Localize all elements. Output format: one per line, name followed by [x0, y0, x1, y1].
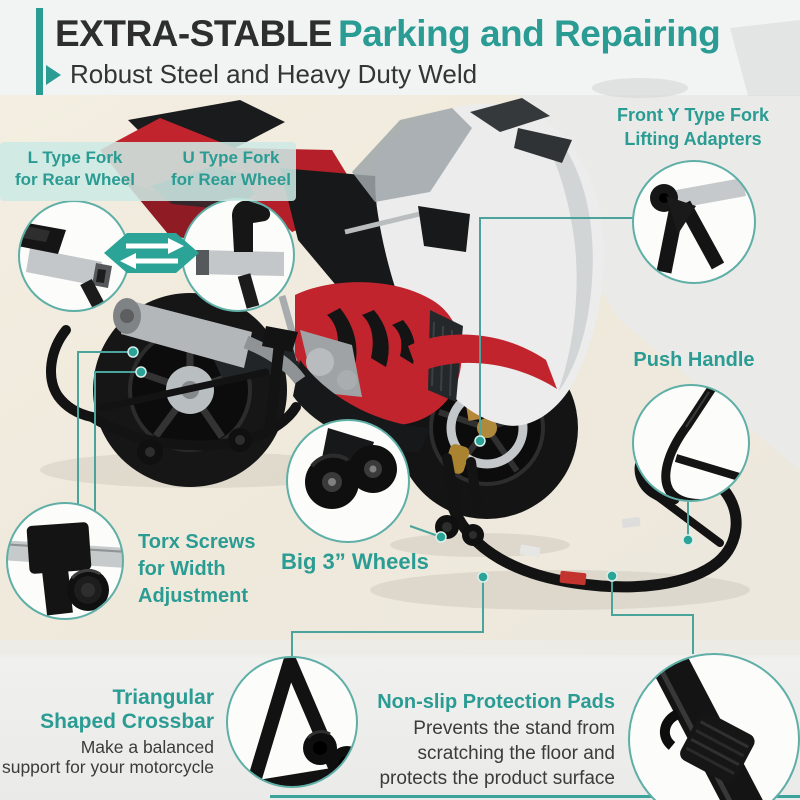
- label-line: Non-slip Protection Pads: [377, 691, 615, 713]
- callout-circle-push-handle: [632, 384, 750, 502]
- label-u-type-fork: U Type Fork for Rear Wheel: [152, 147, 310, 191]
- callout-circle-l-fork: [18, 200, 130, 312]
- label-line: Big 3” Wheels: [281, 549, 429, 574]
- label-l-type-fork: L Type Fork for Rear Wheel: [0, 147, 150, 191]
- label-description-line: scratching the floor and: [417, 743, 615, 764]
- label-line: Push Handle: [633, 349, 755, 371]
- callout-dots: [127, 346, 694, 583]
- callout-circle-pads: [628, 653, 800, 800]
- label-description-line: Prevents the stand from: [413, 718, 615, 739]
- fork-label-band: [0, 142, 296, 201]
- title-accent: Parking and Repairing: [337, 13, 721, 54]
- callout-line-y-fork: [479, 217, 634, 441]
- label-line: Shaped Crossbar: [40, 710, 214, 733]
- label-line: for Rear Wheel: [171, 170, 291, 189]
- callout-circle-u-fork: [181, 198, 295, 312]
- label-torx-screws: Torx Screws for Width Adjustment: [138, 529, 255, 610]
- label-description-line: protects the product surface: [379, 768, 615, 789]
- label-front-y-fork: Front Y Type Fork Lifting Adapters: [600, 103, 786, 151]
- header-accent-bar: [36, 8, 43, 95]
- swap-arrows-icon: [104, 233, 199, 273]
- callout-line-torx-b: [94, 371, 141, 513]
- header-subtitle: Robust Steel and Heavy Duty Weld: [46, 59, 477, 90]
- label-line: Adjustment: [138, 585, 248, 607]
- title-strong: EXTRA-STABLE: [55, 13, 332, 54]
- label-line: Triangular: [112, 686, 214, 709]
- rear-stand-illustration: [46, 325, 301, 465]
- label-line: for Width: [138, 558, 226, 580]
- subtitle-text: Robust Steel and Heavy Duty Weld: [70, 59, 478, 89]
- label-line: Torx Screws: [138, 531, 256, 553]
- label-line: Front Y Type Fork: [616, 105, 770, 125]
- label-nonslip-pads: Non-slip Protection Pads Prevents the st…: [0, 690, 615, 791]
- label-line: for Rear Wheel: [15, 170, 135, 189]
- label-line: L Type Fork: [27, 148, 123, 167]
- callout-circle-y-fork: [632, 160, 756, 284]
- label-description-line: support for your motorcycle: [1, 757, 214, 777]
- callout-line-crossbar: [291, 577, 484, 657]
- bottom-accent-line: [270, 795, 800, 798]
- callout-circle-big-wheels: [286, 419, 410, 543]
- label-description-line: Make a balanced: [80, 737, 214, 757]
- label-big-wheels: Big 3” Wheels: [281, 551, 429, 573]
- label-line: U Type Fork: [182, 148, 280, 167]
- pointer-triangle-icon: [46, 64, 61, 85]
- callout-lines: [77, 217, 694, 657]
- label-push-handle: Push Handle: [606, 349, 782, 371]
- label-line: Lifting Adapters: [624, 129, 762, 149]
- label-triangular-crossbar: Triangular Shaped Crossbar Make a balanc…: [0, 686, 214, 777]
- callout-line-torx-a: [77, 351, 133, 504]
- callout-circle-torx: [6, 502, 124, 620]
- callout-line-pads: [611, 576, 694, 654]
